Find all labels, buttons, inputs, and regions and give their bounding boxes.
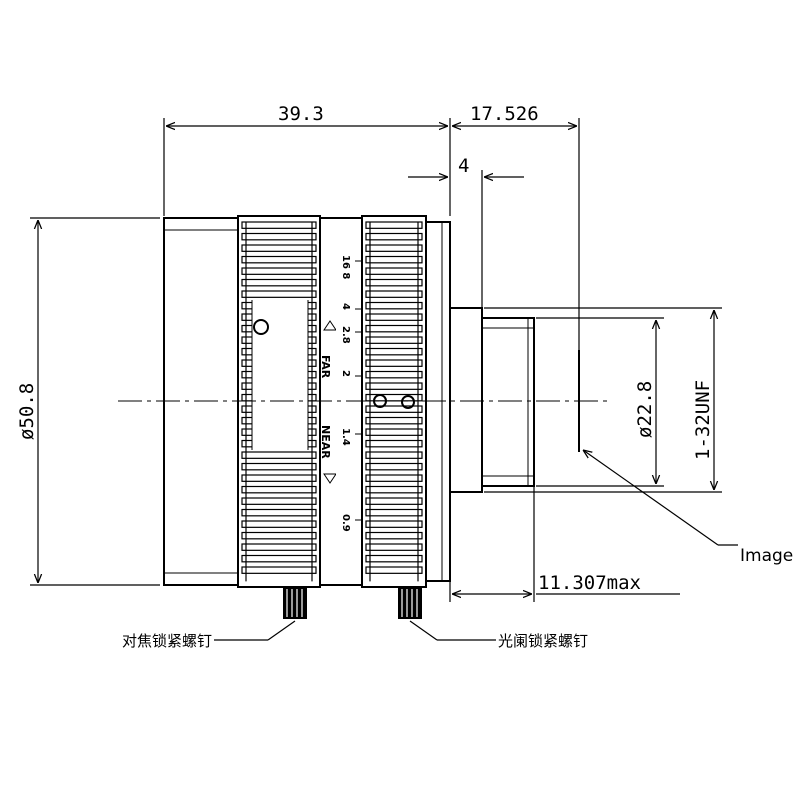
knurl-rib — [365, 370, 423, 379]
knurl-rib — [365, 313, 423, 321]
mount-step — [449, 307, 483, 493]
knurl-rib — [365, 324, 423, 333]
knurl-rib — [241, 267, 317, 275]
knurl-rib — [241, 543, 317, 551]
knurl-rib — [365, 244, 423, 252]
iris-scale: 16 8 4 2.8 2 1.4 0.9 — [340, 255, 362, 532]
knurl-rib — [241, 531, 317, 540]
iris-scale-value: 0.9 — [340, 514, 351, 532]
knurl-rib — [365, 439, 423, 448]
focus-index-dot — [253, 319, 269, 335]
knurl-rib — [365, 405, 423, 413]
knurl-rib — [365, 278, 423, 287]
iris-ring-knurl — [365, 221, 423, 582]
knurl-rib — [241, 474, 317, 482]
knurl-rib — [365, 359, 423, 367]
knurl-rib — [365, 520, 423, 528]
image-label: Image — [740, 546, 793, 566]
knurl-rib — [241, 554, 317, 563]
dim-thread: 1-32UNF — [692, 380, 714, 460]
iris-scale-value: 1.4 — [340, 428, 351, 446]
knurl-rib — [365, 255, 423, 264]
iris-scale-value: 2.8 — [340, 326, 351, 344]
knurl-rib — [365, 531, 423, 540]
knurl-rib — [241, 566, 317, 574]
knurl-rib — [241, 485, 317, 494]
near-triangle-icon — [323, 473, 337, 484]
knurl-rib — [241, 451, 317, 459]
focus-screw-label: 对焦锁紧螺钉 — [122, 632, 212, 650]
knurl-rib — [241, 255, 317, 264]
mount-thread — [481, 317, 535, 487]
knurl-rib — [241, 290, 317, 298]
callouts — [214, 450, 738, 641]
near-label: NEAR — [319, 425, 332, 459]
knurl-rib — [365, 543, 423, 551]
iris-screw-label: 光阑锁紧螺钉 — [498, 632, 588, 650]
knurl-rib — [365, 497, 423, 505]
knurl-rib — [241, 462, 317, 471]
knurl-rib — [365, 566, 423, 574]
knurl-rib — [365, 336, 423, 344]
knurl-rib — [241, 508, 317, 517]
knurl-rib — [365, 301, 423, 310]
knurl-rib — [365, 451, 423, 459]
knurl-rib — [365, 485, 423, 494]
dim-total-length: 39.3 — [278, 103, 324, 125]
knurl-rib — [241, 232, 317, 241]
dim-back-focal: 17.526 — [470, 103, 539, 125]
knurl-rib — [365, 428, 423, 436]
dimensions — [30, 118, 722, 602]
knurl-rib — [241, 497, 317, 505]
knurl-rib — [365, 267, 423, 275]
knurl-rib — [365, 554, 423, 563]
iris-index-dot — [401, 395, 415, 409]
iris-scale-value: 4 — [340, 303, 351, 310]
knurl-rib — [365, 347, 423, 356]
knurl-rib — [365, 232, 423, 241]
knurl-rib — [365, 382, 423, 390]
iris-lock-screw — [398, 587, 422, 619]
knurl-rib — [365, 290, 423, 298]
far-triangle-icon — [323, 320, 337, 331]
dim-mount-depth: 4 — [458, 155, 469, 177]
dim-protrusion-max: 11.307max — [538, 572, 641, 594]
iris-scale-value: 2 — [340, 370, 351, 377]
scale-strip — [336, 250, 360, 540]
knurl-rib — [241, 221, 317, 229]
iris-scale-value: 16 8 — [340, 255, 351, 279]
knurl-rib — [365, 416, 423, 425]
knurl-rib — [365, 508, 423, 517]
knurl-rib — [241, 278, 317, 287]
focus-scale: FAR NEAR — [319, 320, 337, 484]
dim-diameter-body: ø50.8 — [16, 383, 38, 440]
knurl-rib — [365, 462, 423, 471]
knurl-rib — [365, 221, 423, 229]
focus-lock-screw — [283, 587, 307, 619]
knurl-rib — [241, 520, 317, 528]
far-label: FAR — [319, 355, 332, 379]
dim-diameter-mount: ø22.8 — [634, 381, 656, 438]
knurl-rib — [241, 244, 317, 252]
knurl-rib — [365, 474, 423, 482]
